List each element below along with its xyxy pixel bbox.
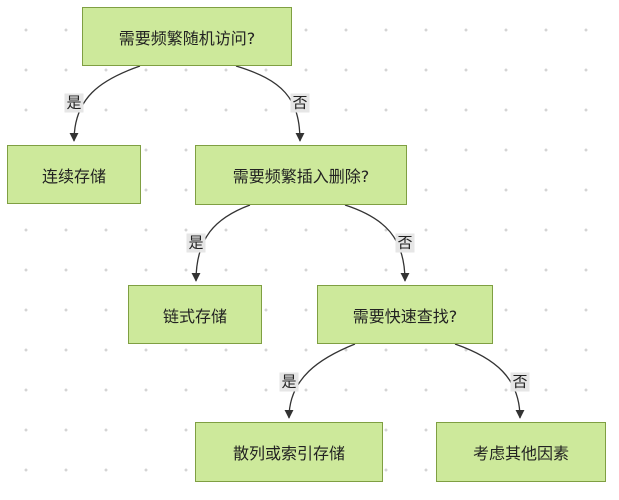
edge-q2-to-a2 bbox=[191, 204, 251, 282]
decision-fast-lookup: 需要快速查找? bbox=[317, 285, 493, 344]
edge-label-q2-no: 否 bbox=[395, 233, 415, 253]
edge-q2-to-q3 bbox=[344, 204, 410, 282]
edge-q3-to-a3 bbox=[284, 343, 356, 419]
edge-label-q1-no: 否 bbox=[290, 93, 310, 113]
edge-label-q1-yes: 是 bbox=[64, 93, 84, 113]
result-linked-storage: 链式存储 bbox=[128, 285, 262, 344]
edge-label-q2-yes: 是 bbox=[186, 233, 206, 253]
edge-q1-to-q2 bbox=[235, 65, 305, 142]
result-hash-or-index-storage: 散列或索引存储 bbox=[195, 422, 383, 482]
edge-q3-to-a4 bbox=[454, 343, 525, 419]
result-other-factors: 考虑其他因素 bbox=[436, 422, 606, 482]
decision-random-access: 需要频繁随机访问? bbox=[82, 7, 292, 66]
edge-q1-to-a1 bbox=[69, 65, 141, 142]
result-contiguous-storage: 连续存储 bbox=[7, 145, 141, 204]
decision-frequent-insert-delete: 需要频繁插入删除? bbox=[195, 145, 407, 205]
edge-label-q3-yes: 是 bbox=[279, 372, 299, 392]
edge-label-q3-no: 否 bbox=[510, 372, 530, 392]
